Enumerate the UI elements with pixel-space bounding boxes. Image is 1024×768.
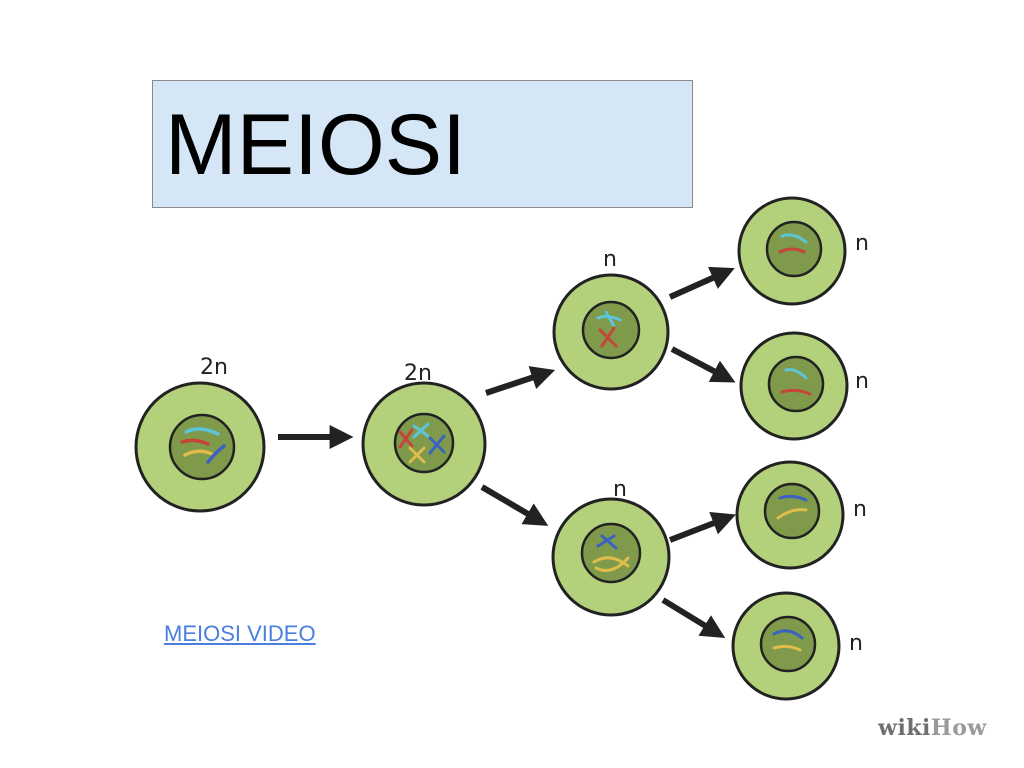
meiosi-video-link[interactable]: MEIOSI VIDEO bbox=[164, 621, 316, 646]
cell-gamete-3: n bbox=[735, 460, 867, 570]
page-title: MEIOSI bbox=[165, 97, 467, 193]
arrow-to-lower-daughter bbox=[480, 484, 549, 526]
chromosomes-upper-daughter bbox=[596, 310, 622, 348]
arrow-to-gamete-3 bbox=[668, 511, 736, 543]
cell-lower-daughter: n bbox=[551, 477, 671, 617]
cell-upper-daughter: n bbox=[552, 247, 670, 391]
arrow-to-gamete-2 bbox=[670, 346, 736, 383]
chromosomes-lower-daughter bbox=[592, 534, 630, 572]
chromosomes-replicated bbox=[398, 422, 446, 464]
chromosomes-gamete-2 bbox=[780, 368, 812, 396]
label-gamete-1: n bbox=[855, 231, 869, 256]
cell-gamete-4: n bbox=[731, 591, 863, 701]
label-gamete-4: n bbox=[849, 631, 863, 656]
label-lower-daughter: n bbox=[613, 477, 627, 502]
arrows bbox=[278, 266, 736, 639]
cell-replicated: 2n bbox=[361, 361, 487, 507]
label-gamete-3: n bbox=[853, 497, 867, 522]
chromosomes-parent bbox=[180, 427, 226, 464]
title-box: MEIOSI bbox=[152, 80, 693, 208]
chromosomes-gamete-3 bbox=[776, 494, 808, 520]
wikihow-logo: wikiHow bbox=[878, 715, 987, 741]
label-parent: 2n bbox=[200, 355, 228, 380]
chromosomes-gamete-1 bbox=[778, 233, 808, 254]
cell-gamete-1: n bbox=[737, 196, 869, 306]
cell-parent: 2n bbox=[134, 355, 266, 513]
arrow-to-upper-daughter bbox=[485, 366, 556, 396]
label-upper-daughter: n bbox=[603, 247, 617, 272]
cell-gamete-2: n bbox=[739, 331, 869, 441]
arrow-to-gamete-1 bbox=[668, 266, 735, 300]
arrow-to-gamete-4 bbox=[661, 597, 726, 639]
chromosomes-gamete-4 bbox=[772, 629, 804, 652]
label-replicated: 2n bbox=[404, 361, 432, 386]
label-gamete-2: n bbox=[855, 369, 869, 394]
